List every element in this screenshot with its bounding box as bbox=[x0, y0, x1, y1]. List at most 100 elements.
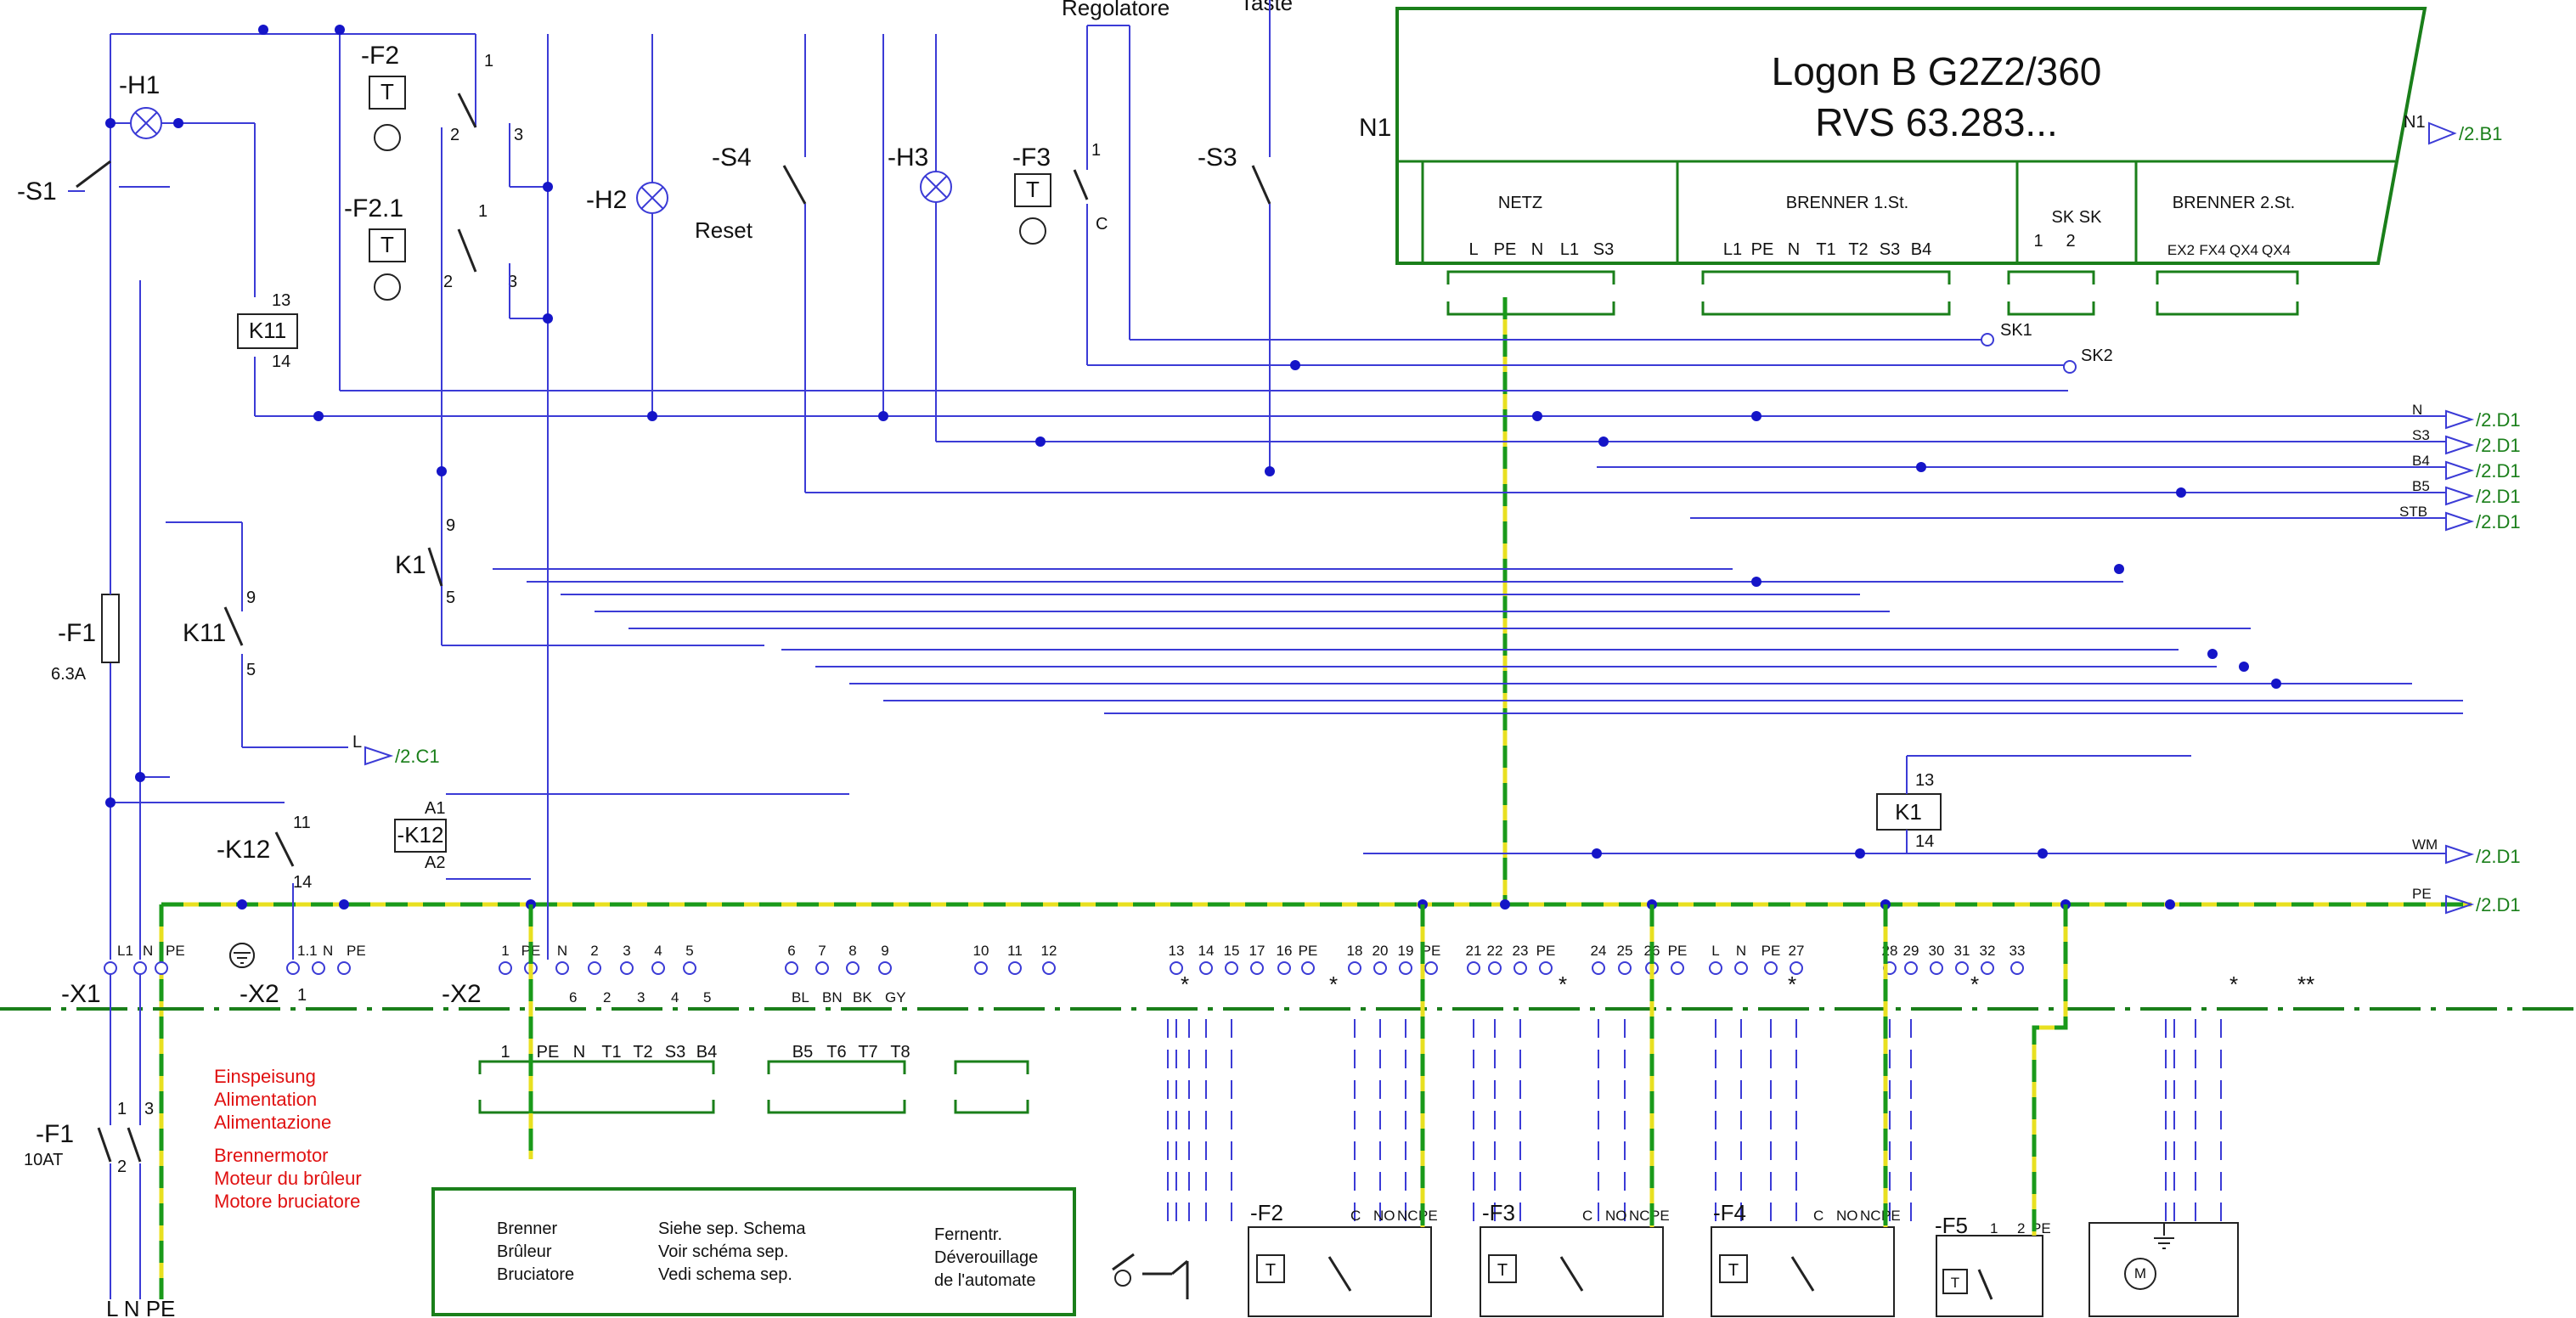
x2b-pin-4: 3 bbox=[623, 943, 630, 959]
f3-t: T bbox=[1026, 177, 1040, 202]
x2b-pin-13: 12 bbox=[1041, 943, 1057, 959]
thermostats-f2: -F2 T 1 2 3 -F2.1 T 1 2 3 K1 9 5 bbox=[339, 34, 2068, 960]
x2b-terminal-39 bbox=[1955, 961, 1969, 975]
dev-f2-label: -F2 bbox=[1250, 1200, 1283, 1225]
x2b-pin-34: PE bbox=[1761, 943, 1781, 959]
x2b-terminal-10 bbox=[878, 961, 892, 975]
x2b-terminal-11 bbox=[974, 961, 988, 975]
x2b-pin-7: 6 bbox=[787, 943, 795, 959]
box-fernentr: Fernentr. bbox=[934, 1225, 1002, 1244]
sig-b4-ref: /2.D1 bbox=[2476, 460, 2521, 482]
x2b-pin-33: N bbox=[1736, 943, 1746, 959]
box-voir: Voir schéma sep. bbox=[658, 1242, 788, 1261]
note-moteur: Moteur du brûleur bbox=[214, 1168, 362, 1189]
plug-pin-t8: T8 bbox=[890, 1043, 910, 1062]
plug-pin-t6: T6 bbox=[826, 1043, 846, 1062]
k12-a2: A2 bbox=[425, 853, 445, 872]
note-alimentation: Alimentation bbox=[214, 1089, 317, 1110]
s1-label: -S1 bbox=[17, 177, 57, 206]
sig-b4-name: B4 bbox=[2412, 453, 2430, 469]
pin-b2-ex2: EX2 bbox=[2167, 242, 2195, 258]
taste-label: Taste bbox=[1240, 0, 1293, 15]
ast-3: * bbox=[1559, 972, 1567, 997]
dev-f5-t: T bbox=[1951, 1275, 1959, 1291]
x1-pin-n: N bbox=[143, 943, 153, 959]
x2b-terminal-20 bbox=[1348, 961, 1361, 975]
dev-f3-nc: NC bbox=[1629, 1208, 1650, 1224]
signal-buses bbox=[314, 415, 2463, 854]
x2b-terminal-6 bbox=[683, 961, 696, 975]
k12-label: -K12 bbox=[217, 836, 270, 864]
x2b-terminal-15 bbox=[1199, 961, 1213, 975]
f2-1-pin2: 2 bbox=[443, 273, 453, 291]
dev-f3-c: C bbox=[1582, 1208, 1592, 1224]
pin-b1-s3: S3 bbox=[1880, 240, 1900, 259]
x2b-sub-bn: BN bbox=[822, 989, 843, 1005]
x2b-pin-0: 1 bbox=[501, 943, 509, 959]
box-bruleur: Brûleur bbox=[497, 1242, 552, 1261]
controller-model-line2: RVS 63.283... bbox=[1815, 100, 2058, 144]
x2b-terminal-32 bbox=[1709, 961, 1722, 975]
k1-coil-label: K1 bbox=[1895, 799, 1922, 825]
x2b-terminal-23 bbox=[1424, 961, 1438, 975]
bottom-devices: -F2 T C NO NC PE -F3 T C NO NC PE -F4 T … bbox=[1112, 1200, 2239, 1317]
f3-pin1: 1 bbox=[1091, 141, 1101, 160]
x2b-terminal-2 bbox=[555, 961, 569, 975]
plug-pin-b4: B4 bbox=[696, 1043, 717, 1062]
x2b-terminal-16 bbox=[1225, 961, 1238, 975]
s4-label: -S4 bbox=[712, 144, 752, 172]
l-signal-name: L bbox=[352, 733, 362, 752]
f2-label: -F2 bbox=[361, 42, 399, 70]
x2b-pin-28: 24 bbox=[1591, 943, 1607, 959]
terminal-strip-x1: -X1 L1 N PE bbox=[61, 943, 185, 1008]
n1-ref: /2.B1 bbox=[2459, 123, 2502, 144]
k1-pin9: 9 bbox=[446, 516, 455, 535]
k12-a1: A1 bbox=[425, 799, 445, 818]
dev-f5-label: -F5 bbox=[1935, 1213, 1968, 1238]
x2b-pin-22: 19 bbox=[1398, 943, 1414, 959]
controller-plugs bbox=[1446, 270, 2299, 316]
dev-f4-no: NO bbox=[1836, 1208, 1858, 1224]
sig-n-ref: /2.D1 bbox=[2476, 409, 2521, 431]
note-alimentazione: Alimentazione bbox=[214, 1112, 331, 1133]
sig-wm-name: WM bbox=[2412, 836, 2438, 853]
x2b-sub-3: 3 bbox=[637, 989, 645, 1005]
sig-stb-ref: /2.D1 bbox=[2476, 511, 2521, 532]
dev-f4-nc: NC bbox=[1860, 1208, 1881, 1224]
x2b-pin-12: 11 bbox=[1007, 943, 1023, 959]
x2b-pin-29: 25 bbox=[1617, 943, 1633, 959]
pin-netz-n: N bbox=[1531, 240, 1543, 259]
sig-b5-ref: /2.D1 bbox=[2476, 486, 2521, 507]
supply-terms: L N PE bbox=[106, 1296, 175, 1318]
x2b-pin-40: 32 bbox=[1980, 943, 1996, 959]
pin-sk1: 1 bbox=[2033, 232, 2043, 251]
f1b-rating: 10AT bbox=[24, 1151, 63, 1169]
plug-pin-s3: S3 bbox=[665, 1043, 685, 1062]
s3-label: -S3 bbox=[1198, 144, 1237, 172]
x2b-sub-4: 4 bbox=[671, 989, 679, 1005]
burner-box: Brenner Brûleur Bruciatore Siehe sep. Sc… bbox=[431, 1187, 1076, 1316]
x2b-terminal-26 bbox=[1513, 961, 1527, 975]
f1-breaker: -F1 10AT 1 2 3 L N PE bbox=[24, 975, 175, 1318]
x2b-terminal-31 bbox=[1671, 961, 1684, 975]
note-brennermotor: Brennermotor bbox=[214, 1145, 329, 1166]
ast-4: * bbox=[1788, 972, 1796, 997]
plug-pin-t2: T2 bbox=[633, 1043, 652, 1062]
x2b-terminal-34 bbox=[1764, 961, 1778, 975]
dev-f2-c: C bbox=[1350, 1208, 1361, 1224]
x2b-pin-10: 9 bbox=[881, 943, 888, 959]
x2b-terminal-0 bbox=[499, 961, 512, 975]
controller-model-line1: Logon B G2Z2/360 bbox=[1772, 49, 2102, 93]
x2b-terminal-40 bbox=[1981, 961, 1994, 975]
dev-f4-c: C bbox=[1813, 1208, 1823, 1224]
k11-pin5: 5 bbox=[246, 661, 256, 679]
x2b-pin-2: N bbox=[557, 943, 567, 959]
x2b-terminal-38 bbox=[1930, 961, 1943, 975]
x2b-terminal-14 bbox=[1170, 961, 1183, 975]
offpage-signals: N /2.D1 S3 /2.D1 B4 /2.D1 B5 /2.D1 STB /… bbox=[2399, 402, 2521, 915]
field-wiring bbox=[1167, 1019, 2222, 1227]
f2-1-pin1: 1 bbox=[478, 202, 488, 221]
x1-label: -X1 bbox=[61, 980, 101, 1008]
x2a-pin-n: N bbox=[323, 943, 333, 959]
